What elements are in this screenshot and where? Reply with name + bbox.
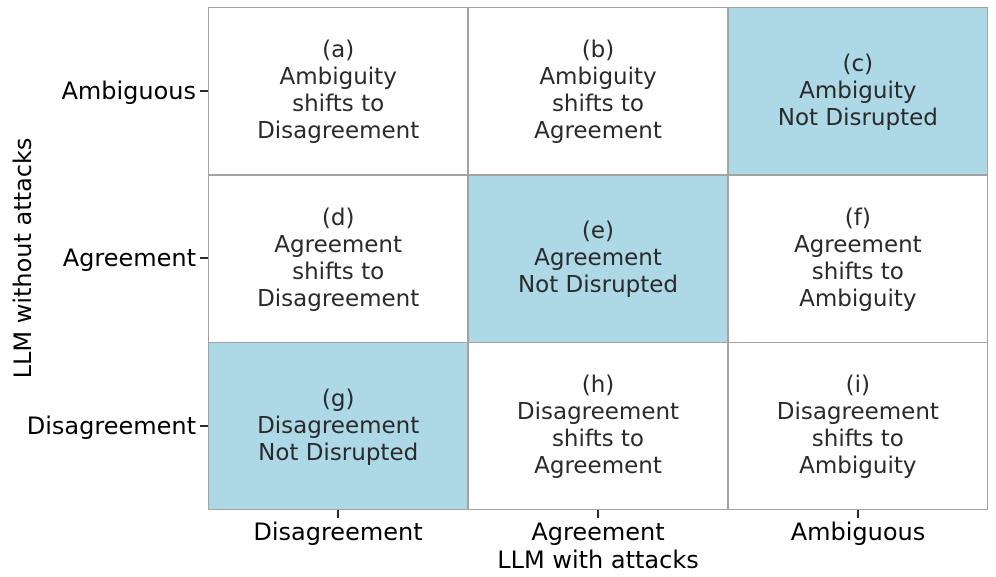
y-tick-mark [200, 257, 208, 259]
x-tick-label-ambiguous: Ambiguous [790, 518, 926, 546]
x-tick-label-agreement: Agreement [531, 518, 665, 546]
y-tick-mark [200, 90, 208, 92]
matrix-cell-e: (e) Agreement Not Disrupted [468, 175, 728, 342]
y-tick-label-disagreement: Disagreement [26, 412, 196, 440]
y-tick-mark [200, 425, 208, 427]
matrix-cell-d: (d) Agreement shifts to Disagreement [209, 175, 468, 342]
x-tick-mark [337, 510, 339, 518]
x-tick-mark [597, 510, 599, 518]
x-axis-label: LLM with attacks [497, 546, 699, 574]
y-tick-label-agreement: Agreement [62, 244, 196, 272]
matrix-cell-i: (i) Disagreement shifts to Ambiguity [728, 343, 987, 509]
matrix-cell-h: (h) Disagreement shifts to Agreement [468, 343, 728, 509]
matrix-cell-f: (f) Agreement shifts to Ambiguity [728, 175, 987, 342]
matrix-cell-c: (c) Ambiguity Not Disrupted [728, 8, 987, 174]
matrix-cell-a: (a) Ambiguity shifts to Disagreement [209, 8, 468, 174]
matrix-grid: (a) Ambiguity shifts to Disagreement (b)… [208, 7, 988, 510]
x-tick-mark [857, 510, 859, 518]
matrix-cell-g: (g) Disagreement Not Disrupted [209, 343, 468, 509]
y-tick-label-ambiguous: Ambiguous [61, 77, 196, 105]
x-tick-label-disagreement: Disagreement [253, 518, 423, 546]
matrix-cell-b: (b) Ambiguity shifts to Agreement [468, 8, 728, 174]
